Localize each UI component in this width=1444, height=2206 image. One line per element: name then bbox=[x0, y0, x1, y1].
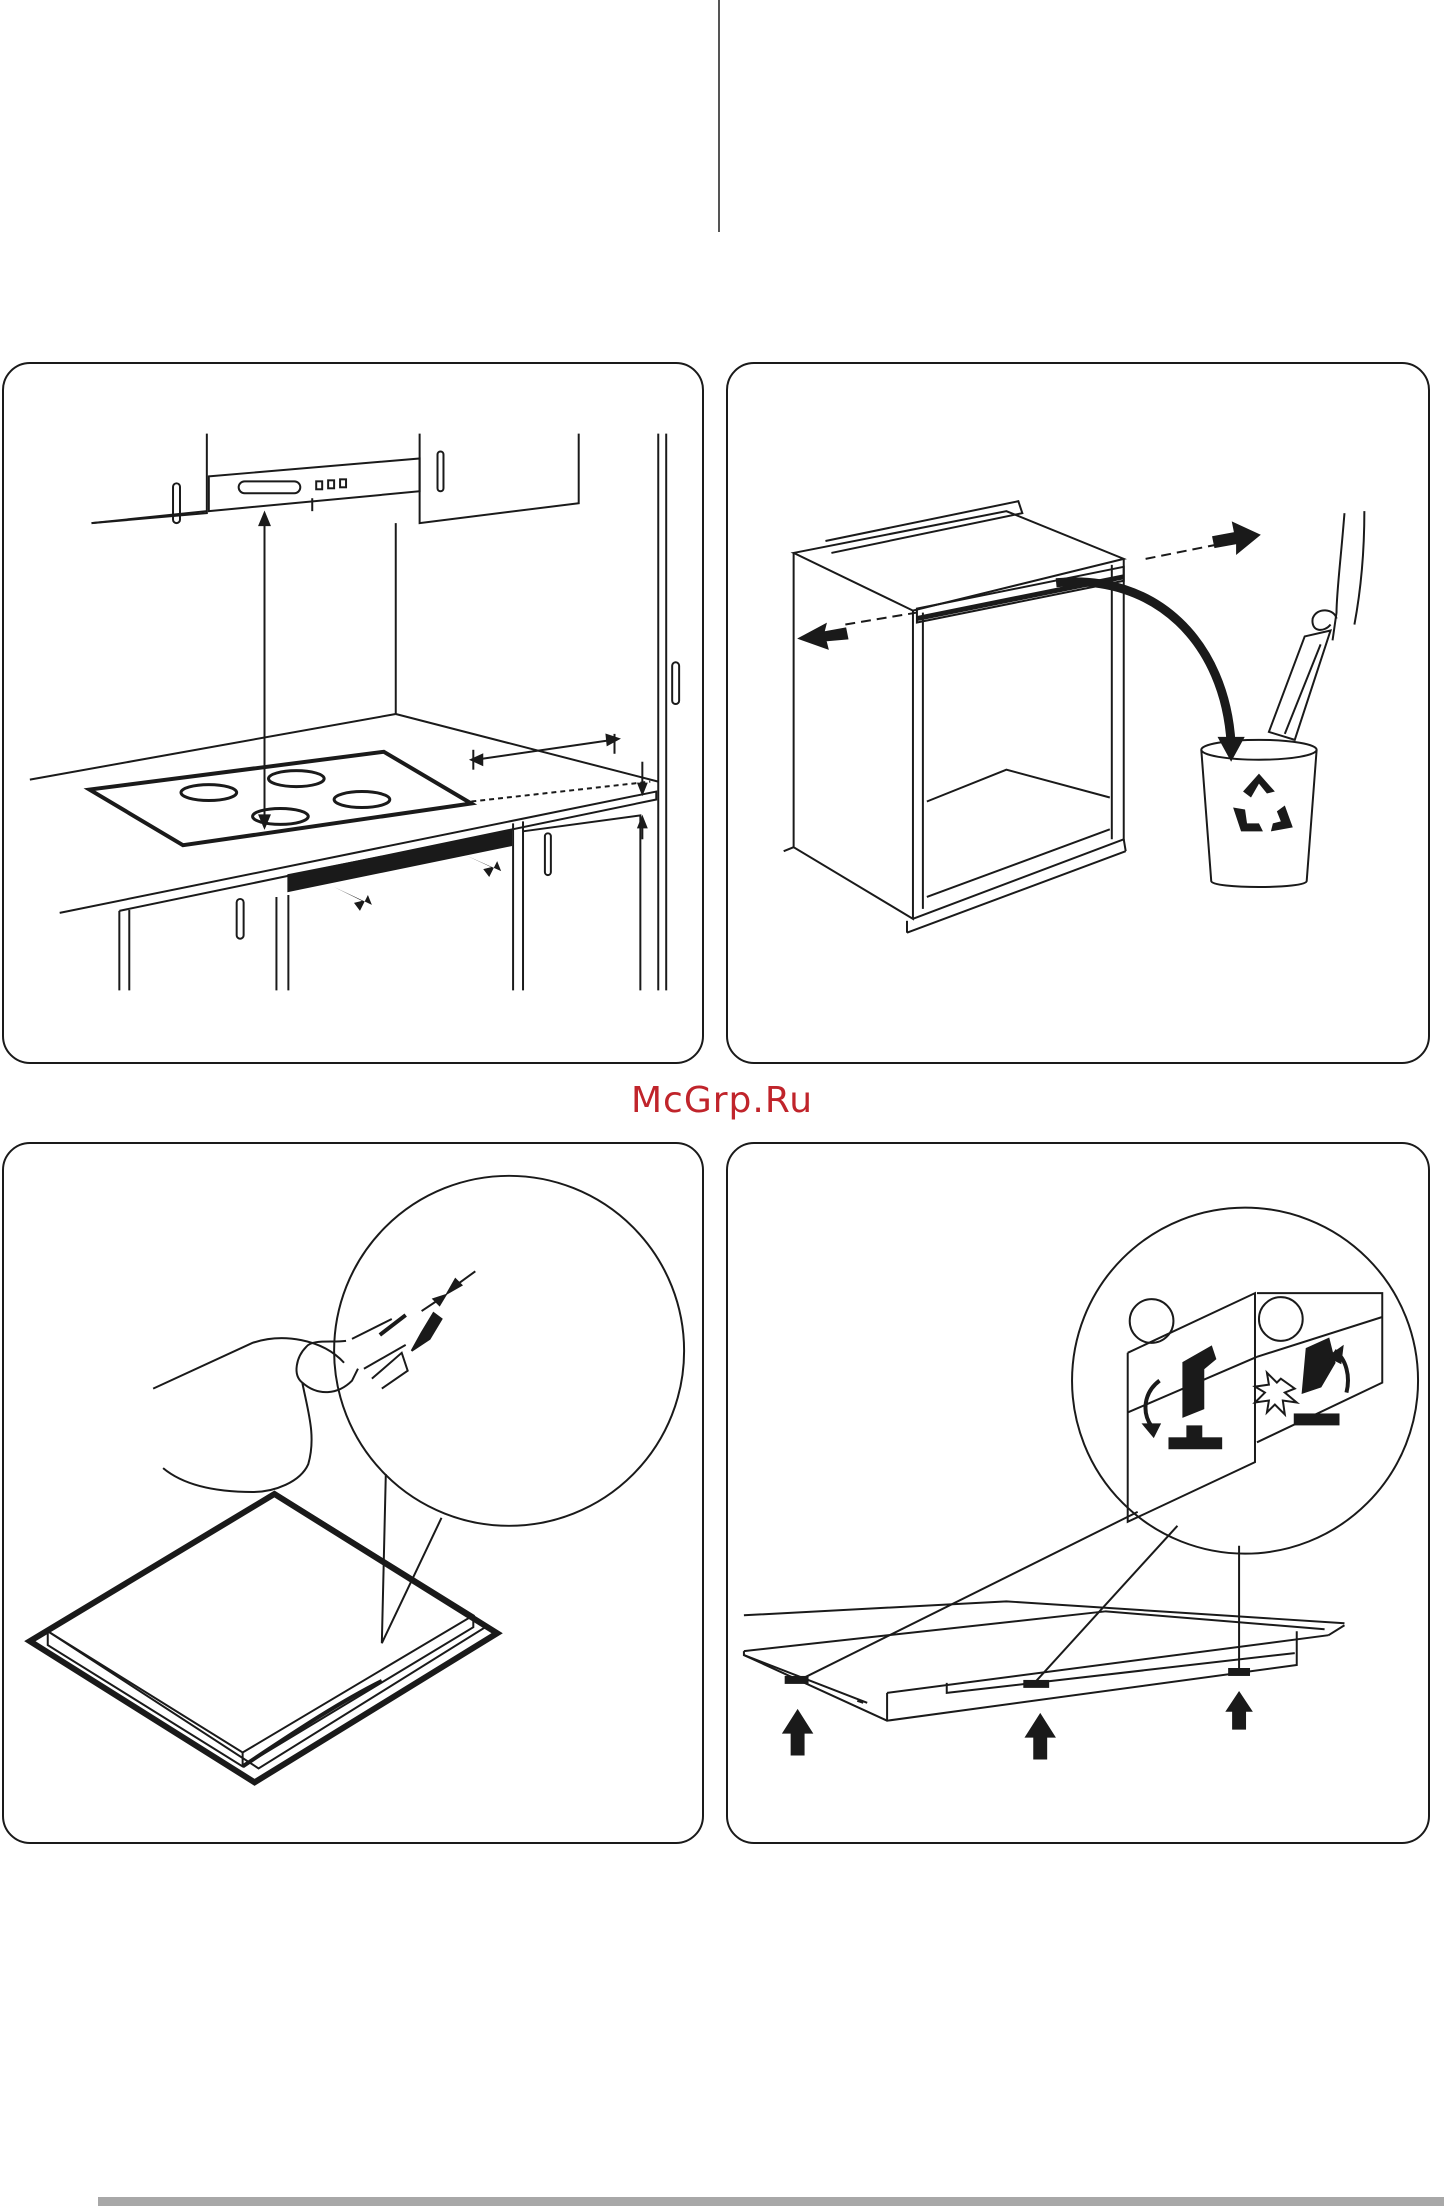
cooktop-icon bbox=[30, 1492, 497, 1782]
cooktop-icon bbox=[744, 1601, 1345, 1720]
hand-icon bbox=[153, 1313, 441, 1492]
kitchen-clearance-illustration bbox=[4, 364, 702, 1062]
clip-fixing-illustration bbox=[728, 1144, 1428, 1842]
arrow-icon bbox=[784, 1669, 1251, 1758]
magnifier-callout-icon bbox=[1072, 1208, 1418, 1554]
page-divider-line bbox=[718, 0, 720, 232]
cabinet-icon bbox=[784, 501, 1126, 933]
clip-icon bbox=[1144, 1339, 1348, 1448]
watermark-text: McGrp.Ru bbox=[0, 1080, 1444, 1121]
tall-cabinet bbox=[658, 434, 679, 991]
illustration-panel-clips bbox=[726, 1142, 1430, 1844]
illustration-panel-cabinet bbox=[726, 362, 1430, 1064]
cabinet-preparation-illustration bbox=[728, 364, 1428, 1062]
magnifier-callout-icon bbox=[334, 1176, 684, 1643]
hand-icon bbox=[1269, 511, 1364, 740]
upper-cabinet-left bbox=[91, 434, 206, 523]
upper-cabinet-right bbox=[420, 434, 579, 523]
seal-application-illustration bbox=[4, 1144, 702, 1842]
recycle-bin-icon bbox=[1201, 740, 1316, 887]
range-hood-icon bbox=[209, 458, 420, 511]
worktop bbox=[30, 714, 658, 913]
footer-bar bbox=[98, 2197, 1444, 2206]
cooktop-icon bbox=[90, 752, 472, 845]
illustration-panel-seal bbox=[2, 1142, 704, 1844]
curved-arrow-icon bbox=[1056, 582, 1243, 760]
compress-arrows bbox=[422, 1271, 476, 1311]
illustration-panel-clearance bbox=[2, 362, 704, 1064]
